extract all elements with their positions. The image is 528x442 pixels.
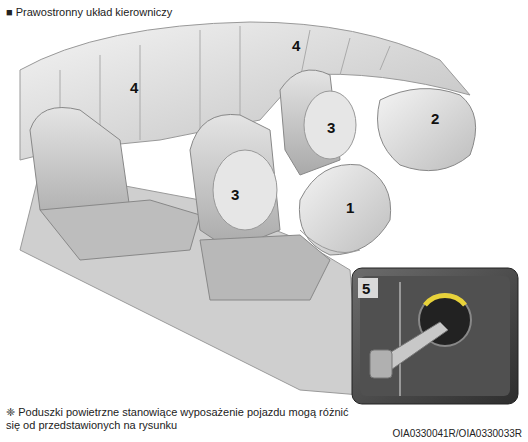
callout-number: 4 [130, 80, 138, 95]
callout-number: 4 [292, 38, 300, 53]
figure-title: ■ Prawostronny układ kierowniczy [6, 6, 172, 18]
callout-number: 3 [231, 187, 239, 202]
figure-note: ❈ Poduszki powietrzne stanowiące wyposaż… [6, 406, 356, 432]
figure-code: OIA0330041R/OIA0330033R [392, 428, 522, 439]
callout-number: 5 [362, 281, 370, 296]
callout-number: 1 [346, 200, 354, 215]
callout-number: 2 [431, 111, 439, 126]
callout-number: 3 [327, 120, 335, 135]
